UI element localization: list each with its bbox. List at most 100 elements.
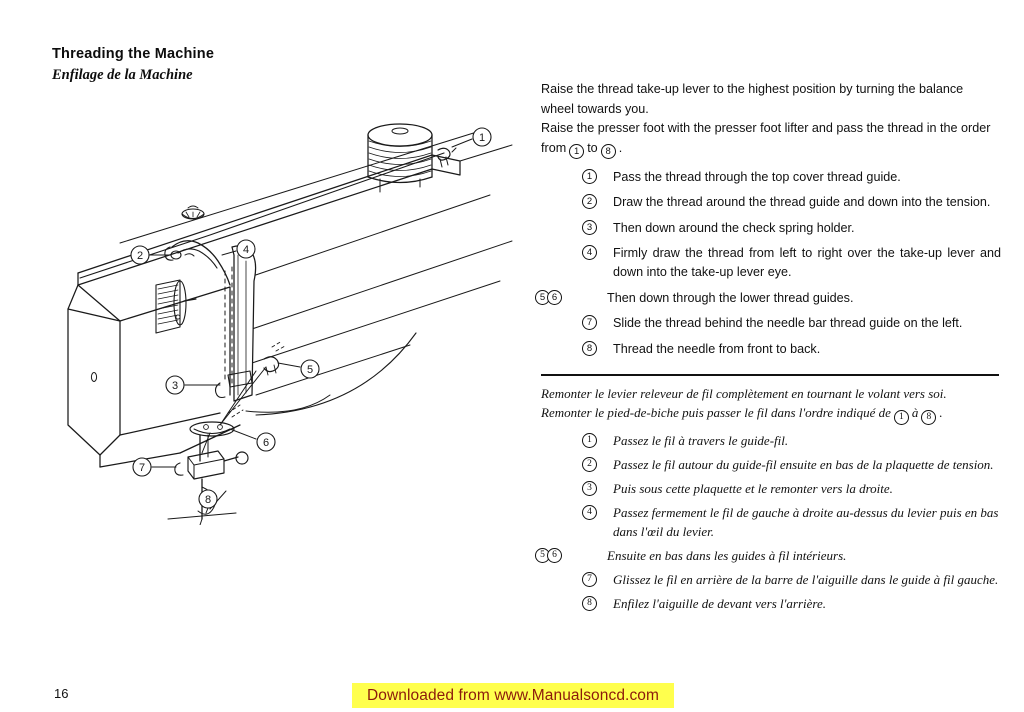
step-marker: 3 bbox=[541, 219, 597, 235]
svg-text:1: 1 bbox=[479, 132, 485, 144]
svg-text:7: 7 bbox=[139, 462, 145, 474]
step-number-secondary: 6 bbox=[547, 289, 562, 305]
sewing-machine-diagram: 1 2 4 3 5 6 bbox=[60, 95, 520, 525]
top-panel-knob-icon bbox=[181, 205, 205, 220]
svg-text:8: 8 bbox=[205, 494, 211, 506]
step-text: Then down around the check spring holder… bbox=[613, 220, 855, 235]
step-marker: 4 bbox=[541, 244, 597, 261]
step-number: 4 bbox=[582, 245, 597, 261]
french-intro-period: . bbox=[939, 405, 943, 420]
lower-thread-guide-upper-icon bbox=[263, 340, 286, 376]
step-marker: 3 bbox=[541, 480, 597, 496]
step-text: Then down through the lower thread guide… bbox=[607, 290, 854, 305]
thread-path-lower bbox=[201, 366, 267, 454]
english-intro-to-label: to bbox=[587, 140, 598, 155]
callout-1: 1 bbox=[451, 127, 492, 148]
english-step-item: 2 Draw the thread around the thread guid… bbox=[541, 193, 1001, 212]
download-notice-text: Downloaded from www.Manualsoncd.com bbox=[366, 686, 660, 704]
step-marker: 2 bbox=[541, 456, 597, 472]
step-text: Passez le fil autour du guide-fil ensuit… bbox=[613, 457, 994, 472]
step-marker: 2 bbox=[541, 193, 597, 210]
machine-head-body bbox=[67, 284, 241, 468]
page-number: 16 bbox=[54, 686, 69, 701]
svg-text:4: 4 bbox=[243, 244, 249, 256]
svg-text:5: 5 bbox=[307, 364, 313, 376]
english-instructions-column: Raise the thread take-up lever to the hi… bbox=[535, 80, 1001, 365]
english-step-item: 4 Firmly draw the thread from left to ri… bbox=[541, 244, 1001, 282]
step-number: 8 bbox=[582, 595, 597, 611]
thread-path-upper bbox=[79, 147, 457, 279]
step-text: Ensuite en bas dans les guides à fil int… bbox=[607, 547, 847, 563]
step-number: 8 bbox=[582, 340, 597, 356]
lower-thread-guide-lower-icon bbox=[189, 404, 244, 437]
tension-dial-icon bbox=[155, 279, 197, 334]
french-step-item: 8 Enfilez l'aiguille de devant vers l'ar… bbox=[541, 595, 1003, 614]
english-intro-from-label: from bbox=[541, 140, 567, 155]
step-marker: 7 bbox=[541, 314, 597, 331]
english-intro-line-2: wheel towards you. bbox=[541, 101, 649, 116]
english-intro-period: . bbox=[618, 140, 623, 155]
french-steps-list: 1 Passez le fil à travers le guide-fil. … bbox=[535, 432, 1003, 614]
step-marker: 7 bbox=[541, 571, 597, 587]
step-number: 2 bbox=[582, 194, 597, 210]
needle-bar-assembly bbox=[167, 434, 249, 525]
callout-3: 3 bbox=[165, 375, 221, 395]
english-intro-line-3: Raise the presser foot with the presser … bbox=[541, 121, 991, 136]
step-marker: 8 bbox=[541, 340, 597, 356]
step-text: Draw the thread around the thread guide … bbox=[613, 195, 991, 210]
step-text: Firmly draw the thread from left to righ… bbox=[613, 246, 1001, 280]
step-number: 4 bbox=[582, 505, 597, 520]
french-step-item: 3 Puis sous cette plaquette et le remont… bbox=[541, 480, 1003, 499]
step-text: Puis sous cette plaquette et le remonter… bbox=[613, 481, 893, 496]
callout-2: 2 bbox=[130, 245, 171, 265]
machine-side-screw-icon bbox=[90, 372, 98, 382]
step-marker: 1 bbox=[541, 432, 597, 448]
download-notice-banner: Downloaded from www.Manualsoncd.com bbox=[352, 683, 674, 708]
page-title-french: Enfilage de la Machine bbox=[52, 67, 193, 84]
step-text: Passez le fil à travers le guide-fil. bbox=[613, 433, 789, 448]
svg-text:3: 3 bbox=[172, 380, 178, 392]
french-intro-range-start: 1 bbox=[893, 410, 909, 425]
step-marker: 8 bbox=[541, 595, 597, 611]
step-number: 1 bbox=[582, 168, 597, 184]
english-steps-list: 1 Pass the thread through the top cover … bbox=[535, 168, 1001, 359]
english-intro: Raise the thread take-up lever to the hi… bbox=[541, 80, 1001, 159]
english-step-item: 7 Slide the thread behind the needle bar… bbox=[541, 314, 1001, 333]
english-intro-line-1: Raise the thread take-up lever to the hi… bbox=[541, 82, 964, 96]
step-marker: 4 bbox=[541, 504, 597, 520]
step-text: Enfilez l'aiguille de devant vers l'arri… bbox=[613, 595, 827, 611]
callout-7: 7 bbox=[132, 457, 177, 477]
french-step-item: 1 Passez le fil à travers le guide-fil. bbox=[541, 432, 1003, 451]
callout-group: 1 2 4 3 5 6 bbox=[130, 127, 492, 514]
step-text: Glissez le fil en arrière de la barre de… bbox=[613, 571, 999, 587]
english-intro-range-end: 8 bbox=[600, 143, 616, 159]
step-text: Pass the thread through the top cover th… bbox=[613, 169, 901, 184]
callout-6: 6 bbox=[229, 428, 276, 452]
page-title-block: Threading the Machine Enfilage de la Mac… bbox=[52, 45, 472, 85]
take-up-lever-icon bbox=[164, 240, 231, 286]
page-title-english: Threading the Machine bbox=[52, 46, 215, 62]
french-intro-mid: à bbox=[911, 405, 919, 420]
check-spring-holder-icon bbox=[214, 370, 253, 399]
callout-5: 5 bbox=[277, 359, 320, 379]
step-number: 2 bbox=[582, 457, 597, 472]
face-plate bbox=[224, 245, 257, 402]
step-number-secondary: 6 bbox=[547, 547, 562, 563]
svg-text:2: 2 bbox=[137, 250, 143, 262]
callout-4: 4 bbox=[221, 239, 256, 259]
svg-text:6: 6 bbox=[263, 437, 269, 449]
french-step-item: 7 Glissez le fil en arrière de la barre … bbox=[541, 571, 1003, 590]
machine-arm-panels bbox=[237, 194, 513, 416]
english-step-item: 1 Pass the thread through the top cover … bbox=[541, 168, 1001, 187]
french-intro-line-1: Remonter le levier releveur de fil compl… bbox=[541, 386, 947, 401]
step-marker: 1 bbox=[541, 168, 597, 184]
thread-spool-icon bbox=[367, 123, 433, 193]
english-step-item: 3 Then down around the check spring hold… bbox=[541, 219, 1001, 238]
step-text: Passez fermement le fil de gauche à droi… bbox=[613, 505, 999, 539]
french-step-item: 2 Passez le fil autour du guide-fil ensu… bbox=[541, 456, 1003, 475]
french-step-item: 4 Passez fermement le fil de gauche à dr… bbox=[541, 504, 1003, 541]
